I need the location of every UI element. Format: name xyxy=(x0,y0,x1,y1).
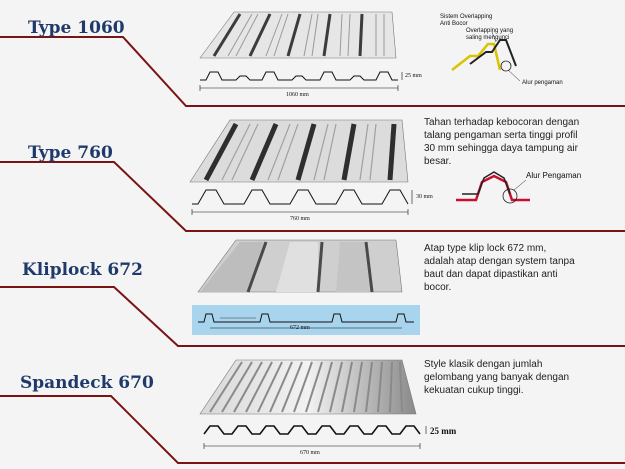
overlap-lock-caption: Overlapping yang saling mengunci xyxy=(466,28,513,42)
sheet-spandeck-670 xyxy=(199,359,417,415)
height-dimension-type-1060: 25 mm xyxy=(405,73,422,79)
description-line: kekuatan cukup tinggi. xyxy=(424,385,524,396)
height-dimension-type-760: 30 mm xyxy=(416,194,433,200)
description-line: gelombang yang banyak dengan xyxy=(424,372,570,383)
description-line: besar. xyxy=(424,156,452,167)
description-line: 30 mm sehingga daya tampung air xyxy=(424,143,578,154)
overlap-lock-line2: saling mengunci xyxy=(466,35,510,41)
leader-line-spandeck-670 xyxy=(0,395,625,464)
overlap-lock-line1: Overlapping yang xyxy=(466,28,514,34)
description-line: bocor. xyxy=(424,282,452,293)
leader-lines xyxy=(0,36,625,464)
profile-kliplock-672 xyxy=(192,305,420,335)
description-type-760: Tahan terhadap kebocoran dengan talang p… xyxy=(424,116,579,168)
description-line: talang pengaman serta tinggi profil xyxy=(424,130,578,141)
overlap-inset-diagram xyxy=(451,31,521,82)
title-type-1060: Type 1060 xyxy=(28,18,125,38)
gutter-label-type-1060: Alur pengaman xyxy=(522,80,563,86)
profile-type-1060 xyxy=(199,71,403,91)
sheet-type-760 xyxy=(189,119,409,183)
description-line: adalah atap dengan system tanpa xyxy=(424,256,575,267)
description-line: baut dan dapat dipastikan anti xyxy=(424,269,558,280)
description-line: Style klasik dengan jumlah xyxy=(424,359,543,370)
description-line: Atap type klip lock 672 mm, xyxy=(424,243,547,254)
width-dimension-kliplock-672: 672 mm xyxy=(290,325,310,331)
title-type-760: Type 760 xyxy=(28,143,113,163)
gutter-label-type-760: Alur Pengaman xyxy=(526,171,582,180)
width-dimension-type-760: 760 mm xyxy=(290,216,310,222)
leader-line-kliplock-672 xyxy=(0,286,625,347)
title-spandeck-670: Spandeck 670 xyxy=(20,373,154,393)
profile-spandeck-670 xyxy=(203,425,427,449)
height-dimension-spandeck-670: 25 mm xyxy=(430,426,457,436)
profile-type-760 xyxy=(191,189,413,215)
sheet-kliplock-672 xyxy=(197,239,403,293)
description-kliplock-672: Atap type klip lock 672 mm, adalah atap … xyxy=(424,242,575,294)
overlap-caption-line1: Sistem Overlapping xyxy=(440,14,493,20)
sheet-type-1060 xyxy=(199,11,397,59)
description-spandeck-670: Style klasik dengan jumlah gelombang yan… xyxy=(424,358,569,397)
gutter-inset-diagram xyxy=(456,171,530,204)
description-line: Tahan terhadap kebocoran dengan xyxy=(424,117,580,128)
overlap-caption-line2: Anti Bocor xyxy=(440,21,468,27)
title-kliplock-672: Kliplock 672 xyxy=(22,260,143,280)
width-dimension-type-1060: 1060 mm xyxy=(286,92,309,98)
leader-line-type-760 xyxy=(0,161,625,232)
leader-line-type-1060 xyxy=(0,36,625,107)
width-dimension-spandeck-670: 670 mm xyxy=(300,450,320,456)
overlap-caption: Sistem Overlapping Anti Bocor xyxy=(440,14,492,28)
